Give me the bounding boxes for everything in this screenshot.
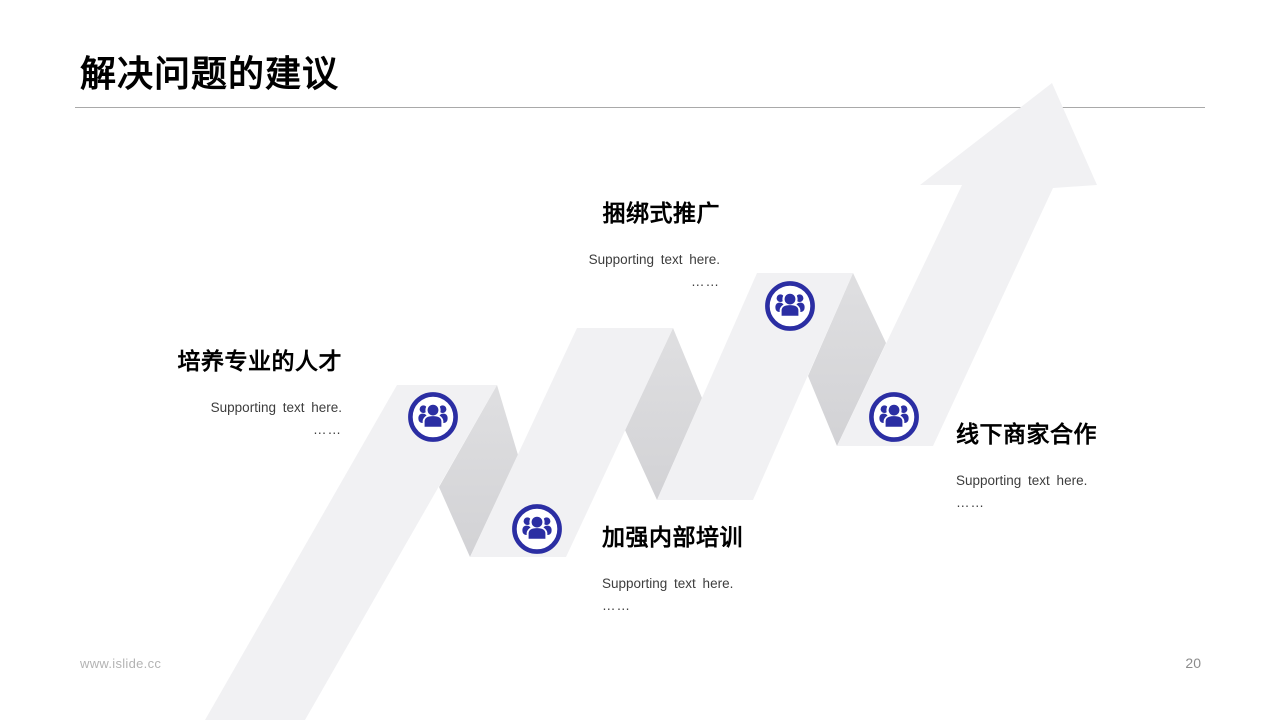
title-divider-line [75, 107, 1205, 108]
step-heading: 线下商家合作 [956, 421, 1097, 447]
step-body: Supporting text here. [210, 400, 342, 415]
step-ellipsis: …… [313, 422, 342, 437]
step-body: Supporting text here. [588, 252, 720, 267]
step-heading: 加强内部培训 [602, 524, 743, 550]
people-icon [514, 506, 559, 551]
step-body: Supporting text here. [956, 473, 1088, 488]
step-ellipsis: …… [956, 495, 985, 510]
page-number: 20 [1185, 655, 1201, 671]
arrow-segment-3 [657, 273, 853, 500]
step-block-talent: 培养专业的人才 Supporting text here. …… [178, 346, 343, 437]
arrow-tail-segment [205, 385, 497, 720]
arrow-fold-2 [625, 328, 702, 500]
step-block-promotion: 捆绑式推广 Supporting text here. …… [589, 198, 720, 289]
slide-title: 解决问题的建议 [80, 53, 340, 94]
arrow-fold-3 [808, 273, 886, 446]
step-ellipsis: …… [691, 274, 720, 289]
arrow-head-segment [837, 83, 1097, 446]
people-icon [767, 283, 812, 328]
step-block-cooperation: 线下商家合作 Supporting text here. …… [956, 419, 1097, 510]
people-icon [410, 394, 455, 439]
arrow-fold-1 [439, 385, 518, 557]
arrow-segment-2 [470, 328, 673, 557]
step-heading: 培养专业的人才 [177, 348, 342, 374]
footer-website: www.islide.cc [80, 656, 162, 671]
step-ellipsis: …… [602, 598, 631, 613]
people-icon [871, 394, 916, 439]
step-block-training: 加强内部培训 Supporting text here. …… [602, 522, 743, 613]
step-body: Supporting text here. [602, 576, 734, 591]
step-heading: 捆绑式推广 [602, 200, 720, 226]
